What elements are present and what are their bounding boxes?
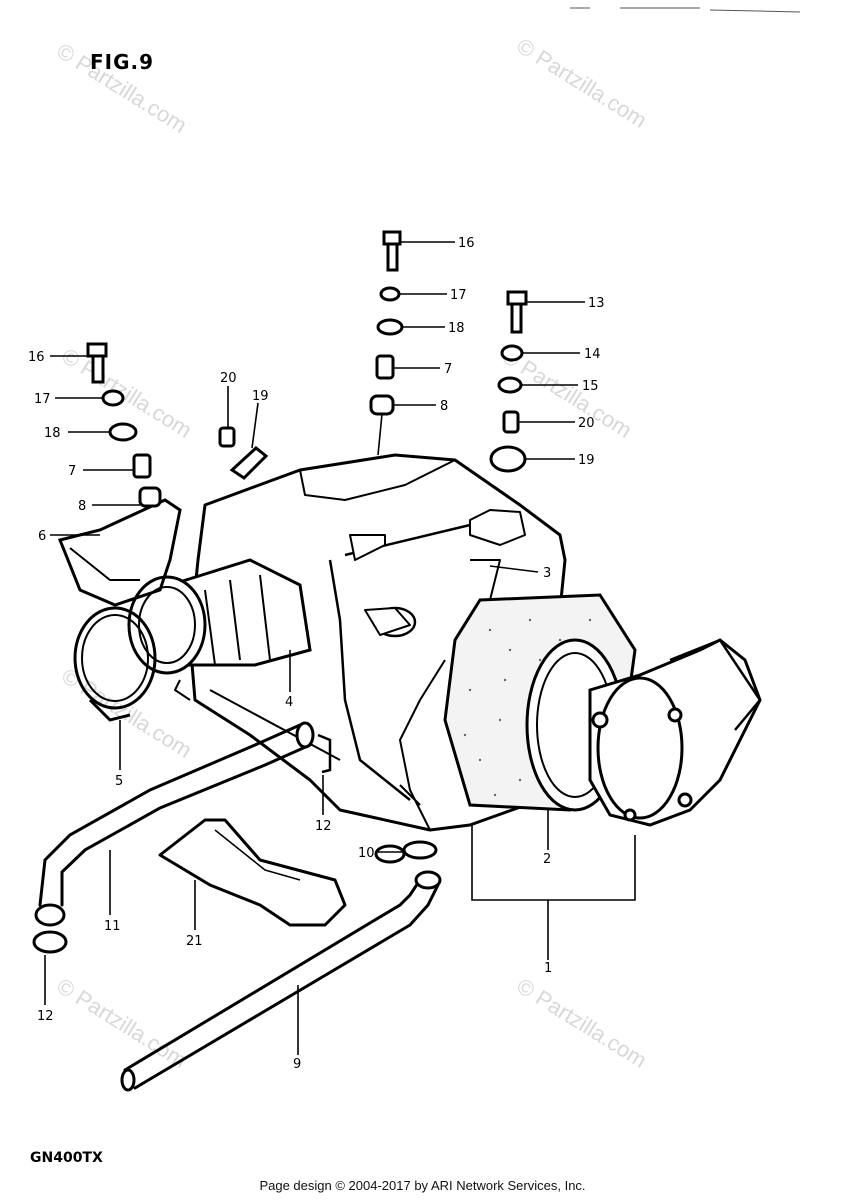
fasteners [86,230,528,860]
callout-17-left: 17 [34,392,51,407]
callout-20-right: 20 [578,416,595,431]
callout-12-left: 12 [37,1009,54,1024]
callout-4: 4 [285,695,293,710]
callout-16-left: 16 [28,350,45,365]
callout-2: 2 [543,852,551,867]
drain-hose-9 [120,844,442,1092]
callout-1: 1 [544,961,552,976]
outlet-tube [73,558,312,722]
copyright-footer: Page design © 2004-2017 by ARI Network S… [259,1178,586,1193]
watermark-bottom-right: © Partzilla.com [512,973,651,1073]
callout-7-center: 7 [444,362,452,377]
callout-10: 10 [358,846,375,861]
figure-title: FIG.9 [90,50,155,74]
callout-18-center: 18 [448,321,465,336]
callout-13: 13 [588,296,605,311]
callout-8-left: 8 [78,499,86,514]
callout-11: 11 [104,919,121,934]
mounting-bracket [57,498,182,607]
sponge [158,818,347,927]
callout-6: 6 [38,529,46,544]
callout-17-center: 17 [450,288,467,303]
callout-15: 15 [582,379,599,394]
cleaner-cap [588,638,762,827]
callout-3: 3 [543,566,551,581]
callout-20-mid: 20 [220,371,237,386]
callout-21: 21 [186,934,203,949]
callout-labels: 16 17 18 7 8 13 14 15 20 19 16 17 18 7 8… [28,236,605,1072]
watermark-top-right: © Partzilla.com [512,33,651,133]
callout-8-center: 8 [440,399,448,414]
callout-19-right: 19 [578,453,595,468]
callout-9: 9 [293,1057,301,1072]
callout-5: 5 [115,774,123,789]
scan-noise [570,7,801,13]
callout-14: 14 [584,347,601,362]
leader-lines [44,241,636,1055]
callout-18-left: 18 [44,426,61,441]
callout-12-center: 12 [315,819,332,834]
drain-hose-11 [32,721,315,954]
callout-16-center: 16 [458,236,475,251]
model-code: GN400TX [30,1150,103,1166]
watermark-bottom-left: © Partzilla.com [52,973,191,1073]
callout-7-left: 7 [68,464,76,479]
callout-19-mid: 19 [252,389,269,404]
